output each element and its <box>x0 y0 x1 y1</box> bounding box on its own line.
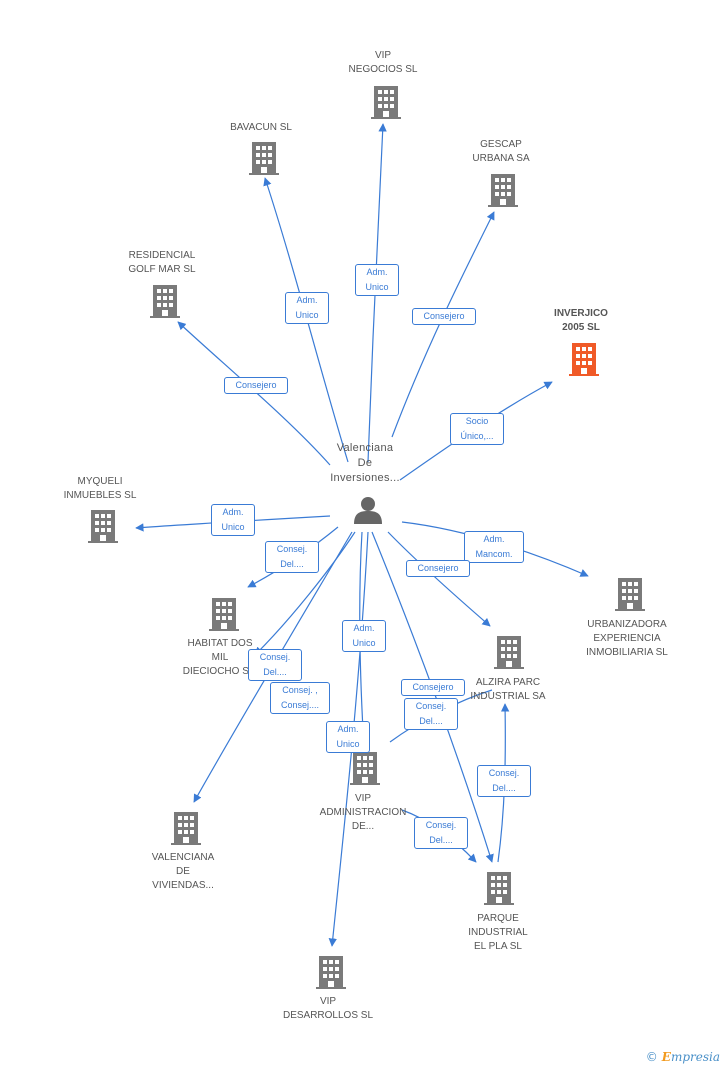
edge-label-adm-unico-lower[interactable]: Adm. Unico <box>326 721 370 753</box>
edge-label-consej-del-alzira[interactable]: Consej. Del.... <box>404 698 458 730</box>
node-label-urbanizadora[interactable]: URBANIZADORA EXPERIENCIA INMOBILIARIA SL <box>586 619 668 658</box>
edge-label-consejero-residencial[interactable]: Consejero <box>224 377 288 394</box>
edge-label-socio-unico-inverjico[interactable]: Socio Único,... <box>450 413 504 445</box>
node-label-inverjico[interactable]: INVERJICO 2005 SL <box>554 308 608 333</box>
brand-logo: ©Empresia <box>646 1050 720 1064</box>
building-icon-urbanizadora[interactable] <box>615 578 645 611</box>
brand-name: mpresia <box>670 1050 720 1064</box>
edge-label-consej-del-habitat[interactable]: Consej. Del.... <box>265 541 319 573</box>
center-person-label[interactable]: Valenciana De Inversiones... <box>330 442 400 484</box>
building-icon-valenciana-viv[interactable] <box>171 812 201 845</box>
edge-label-consejero-alzira[interactable]: Consejero <box>406 560 470 577</box>
node-label-vip-desarrollos[interactable]: VIP DESARROLLOS SL <box>282 996 374 1021</box>
building-icon-parque[interactable] <box>484 872 514 905</box>
building-icon-alzira[interactable] <box>494 636 524 669</box>
node-label-parque[interactable]: PARQUE INDUSTRIAL EL PLA SL <box>468 913 528 952</box>
copyright-icon: © <box>645 1050 658 1064</box>
building-icon-residencial[interactable] <box>150 285 180 318</box>
edge-label-consej-del-parque-alzira[interactable]: Consej. Del.... <box>477 765 531 797</box>
edge-label-adm-unico-vip-negocios[interactable]: Adm. Unico <box>355 264 399 296</box>
edge-label-adm-unico-vip-admin[interactable]: Adm. Unico <box>342 620 386 652</box>
node-label-alzira[interactable]: ALZIRA PARC INDUSTRIAL SA <box>470 677 546 702</box>
edge-label-adm-unico-myqueli[interactable]: Adm. Unico <box>211 504 255 536</box>
edge-label-consej-del-habitat2[interactable]: Consej. Del.... <box>248 649 302 681</box>
building-icon-vip-negocios[interactable] <box>371 86 401 119</box>
building-icon-habitat[interactable] <box>209 598 239 631</box>
edge-habitat2 <box>254 531 356 656</box>
person-icon[interactable] <box>354 497 382 524</box>
building-icon-vip-admin[interactable] <box>350 752 380 785</box>
edge-alzira <box>387 531 491 627</box>
node-label-bavacun[interactable]: BAVACUN SL <box>230 122 292 133</box>
edge-label-adm-unico-bavacun[interactable]: Adm. Unico <box>285 292 329 324</box>
edge-residencial <box>177 321 331 466</box>
building-icon-inverjico[interactable] <box>569 343 599 376</box>
building-icon-bavacun[interactable] <box>249 142 279 175</box>
building-icon-vip-desarrollos[interactable] <box>316 956 346 989</box>
edge-label-consej-consej[interactable]: Consej. , Consej.... <box>270 682 330 714</box>
node-label-gescap[interactable]: GESCAP URBANA SA <box>472 139 530 164</box>
brand-initial: E <box>661 1050 671 1064</box>
node-label-vip-negocios[interactable]: VIP NEGOCIOS SL <box>348 50 418 75</box>
node-label-myqueli[interactable]: MYQUELI INMUEBLES SL <box>63 476 137 501</box>
edge-label-consejero-gescap[interactable]: Consejero <box>412 308 476 325</box>
building-icon-myqueli[interactable] <box>88 510 118 543</box>
node-label-residencial[interactable]: RESIDENCIAL GOLF MAR SL <box>128 250 196 275</box>
building-icon-gescap[interactable] <box>488 174 518 207</box>
node-label-vip-admin[interactable]: VIP ADMINISTRACION DE... <box>319 793 407 832</box>
edge-label-adm-mancom-urbanizadora[interactable]: Adm. Mancom. <box>464 531 524 563</box>
edge-label-consej-del-vipadmin-parque[interactable]: Consej. Del.... <box>414 817 468 849</box>
edge-label-consejero-parque[interactable]: Consejero <box>401 679 465 696</box>
node-label-valenciana-viv[interactable]: VALENCIANA DE VIVIENDAS... <box>151 852 215 891</box>
